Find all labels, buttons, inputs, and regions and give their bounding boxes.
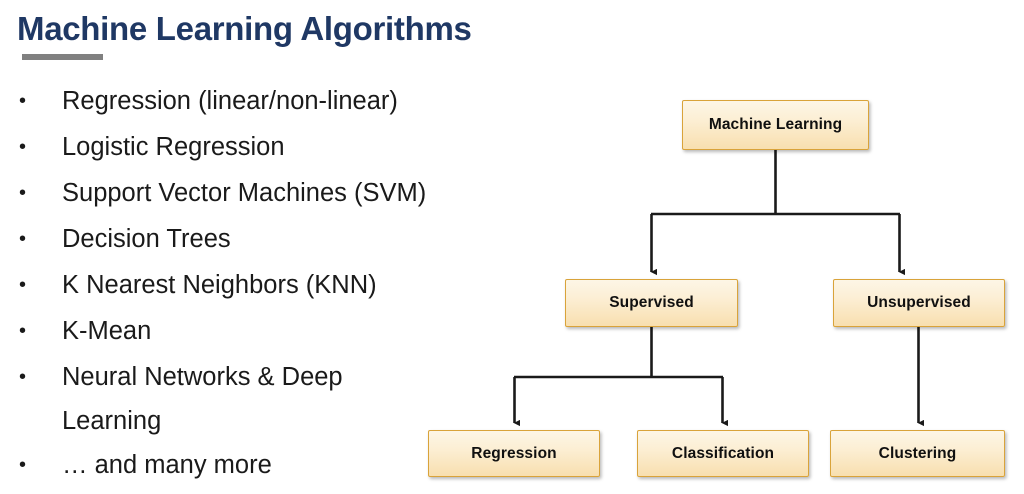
title-underline-rule [22, 54, 103, 60]
node-unsupervised: Unsupervised [833, 279, 1005, 327]
list-item-label: … and many more [62, 451, 272, 479]
list-item-label: Decision Trees [62, 225, 231, 253]
list-item-label: Neural Networks & Deep Learning [62, 363, 343, 435]
bullet-marker-icon: • [19, 90, 27, 112]
list-item-label: Regression (linear/non-linear) [62, 87, 398, 115]
node-clustering: Clustering [830, 430, 1005, 477]
node-classification: Classification [637, 430, 809, 477]
list-item-label: Logistic Regression [62, 133, 285, 161]
node-label: Classification [671, 444, 775, 462]
bullet-marker-icon: • [19, 454, 27, 476]
node-machine-learning: Machine Learning [682, 100, 869, 150]
list-item: • Neural Networks & Deep Learning [0, 355, 440, 443]
list-item-label: K-Mean [62, 317, 152, 345]
list-item: • … and many more [0, 443, 440, 489]
bullet-marker-icon: • [19, 274, 27, 296]
page-title: Machine Learning Algorithms [17, 10, 472, 47]
node-label: Machine Learning [708, 116, 843, 133]
list-item: • Regression (linear/non-linear) [0, 79, 440, 125]
list-item: • K Nearest Neighbors (KNN) [0, 263, 440, 309]
node-label: Clustering [878, 444, 957, 462]
bullet-marker-icon: • [19, 182, 27, 204]
bullet-marker-icon: • [19, 366, 27, 388]
list-item: • Support Vector Machines (SVM) [0, 171, 440, 217]
list-item-label: K Nearest Neighbors (KNN) [62, 271, 377, 299]
node-label: Unsupervised [867, 294, 971, 311]
node-regression: Regression [428, 430, 600, 477]
list-item: • Decision Trees [0, 217, 440, 263]
algorithm-bullet-list: • Regression (linear/non-linear) • Logis… [0, 79, 440, 489]
bullet-marker-icon: • [19, 320, 27, 342]
node-label: Supervised [609, 294, 694, 311]
list-item: • Logistic Regression [0, 125, 440, 171]
node-supervised: Supervised [565, 279, 738, 327]
node-label: Regression [471, 444, 557, 462]
list-item: • K-Mean [0, 309, 440, 355]
bullet-marker-icon: • [19, 136, 27, 158]
bullet-marker-icon: • [19, 228, 27, 250]
list-item-label: Support Vector Machines (SVM) [62, 179, 427, 207]
